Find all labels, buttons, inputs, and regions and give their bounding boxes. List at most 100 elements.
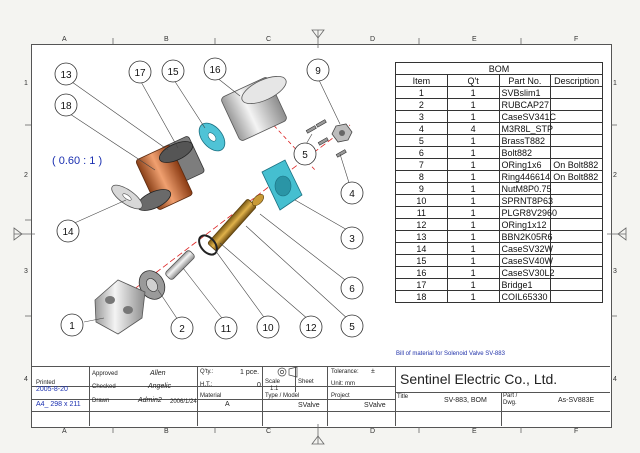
bom-cell-part: ORing1x6 (498, 158, 552, 171)
qty-label: Q'ty.: (200, 369, 214, 375)
zone-col-e-bottom: E (472, 428, 477, 435)
bom-cell-description (550, 242, 603, 255)
balloon-15: 15 (161, 59, 185, 83)
balloon-13: 13 (54, 62, 78, 86)
svg-text:14: 14 (62, 227, 74, 238)
ht-value: 0 (257, 382, 261, 389)
part-2-rubber-cap (138, 270, 166, 300)
bom-cell-qty: 1 (446, 242, 500, 255)
bom-cell-description (550, 110, 603, 123)
projection-symbol-icon (277, 366, 298, 378)
svg-text:13: 13 (60, 70, 72, 81)
bom-cell-item: 1 (395, 86, 448, 99)
balloon-17: 17 (128, 60, 152, 84)
bom-cell-qty: 1 (446, 206, 500, 219)
svg-text:4: 4 (349, 189, 355, 200)
part-label: Part / (503, 393, 518, 399)
type-model-label: Type / Model (265, 393, 300, 399)
bom-cell-item: 10 (395, 194, 448, 207)
bom-cell-item: 7 (395, 158, 448, 171)
bom-cell-description (550, 98, 603, 111)
view-scale-note: ( 0.60 : 1 ) (52, 155, 103, 167)
bom-cell-description (550, 206, 603, 219)
svg-text:11: 11 (221, 324, 232, 335)
zone-col-a-top: A (62, 36, 67, 43)
bom-cell-qty: 1 (446, 254, 500, 267)
bom-header-item: Item (395, 74, 448, 87)
bom-cell-part: BBN2K05R6 (498, 230, 553, 243)
bom-cell-description (550, 290, 603, 303)
bom-cell-qty: 1 (446, 158, 500, 171)
balloon-14: 14 (56, 219, 80, 243)
part-3-flange (261, 159, 303, 211)
sheet-label: Sheet (298, 379, 314, 385)
zone-row-3-right: 3 (613, 268, 617, 275)
bom-cell-description: On Bolt882 (550, 170, 603, 183)
bom-cell-qty: 1 (446, 98, 500, 111)
bom-cell-part: Bolt882 (498, 146, 552, 159)
title-value: SV-883, BOM (444, 397, 487, 404)
bom-cell-qty: 1 (446, 86, 500, 99)
balloon-6: 6 (340, 276, 364, 300)
bom-cell-description (550, 86, 603, 99)
bom-cell-qty: 4 (446, 122, 500, 135)
scale-label: Scale (265, 379, 281, 385)
bom-cell-qty: 1 (446, 290, 500, 303)
bom-cell-item: 13 (395, 230, 448, 243)
bom-cell-description (550, 266, 603, 279)
zone-row-2-right: 2 (613, 172, 617, 179)
svg-text:10: 10 (262, 323, 274, 334)
qty-value: 1 pce. (240, 369, 260, 376)
sheet-size: A4_ 298 x 211 (36, 401, 81, 408)
bom-cell-description (550, 254, 603, 267)
bom-cell-description (550, 134, 603, 147)
checked-signature: Angelic (148, 383, 171, 390)
svg-text:5: 5 (302, 150, 308, 161)
bom-cell-part: PLGR8V2960 (498, 206, 557, 219)
zone-col-d-top: D (370, 36, 376, 43)
bom-cell-part: CaseSV30L2 (498, 266, 555, 279)
bom-header-part: Part No. (498, 74, 552, 87)
svg-text:12: 12 (305, 323, 317, 334)
svg-text:16: 16 (209, 65, 221, 76)
bom-cell-qty: 1 (446, 218, 500, 231)
balloon-3: 3 (340, 226, 364, 250)
bom-cell-part: SVBslim1 (498, 86, 552, 99)
printed-label: Printed (36, 380, 56, 386)
zone-col-a-bottom: A (62, 428, 67, 435)
type-model-value: SValve (298, 402, 320, 409)
balloon-18: 18 (54, 93, 78, 117)
svg-text:3: 3 (349, 234, 355, 245)
bom-note: Bill of material for Solenoid Valve SV-8… (396, 351, 505, 357)
balloon-5-top: 5 (293, 142, 317, 166)
project-value: SValve (364, 402, 386, 409)
bom-cell-item: 4 (395, 122, 448, 135)
bom-cell-item: 9 (395, 182, 448, 195)
bom-cell-item: 17 (395, 278, 448, 291)
approved-signature: Allen (150, 370, 166, 377)
bom-cell-qty: 1 (446, 194, 500, 207)
bom-cell-item: 8 (395, 170, 448, 183)
bom-header-row: Item Q't Part No. Description (395, 74, 603, 87)
bom-cell-part: M3R8L_STP (498, 122, 553, 135)
printed-date: 2005-8-20 (36, 386, 68, 393)
bom-cell-item: 14 (395, 242, 448, 255)
zone-row-1-right: 1 (613, 80, 617, 87)
part-14-washer (111, 184, 143, 210)
bom-cell-item: 5 (395, 134, 448, 147)
bom-cell-item: 6 (395, 146, 448, 159)
